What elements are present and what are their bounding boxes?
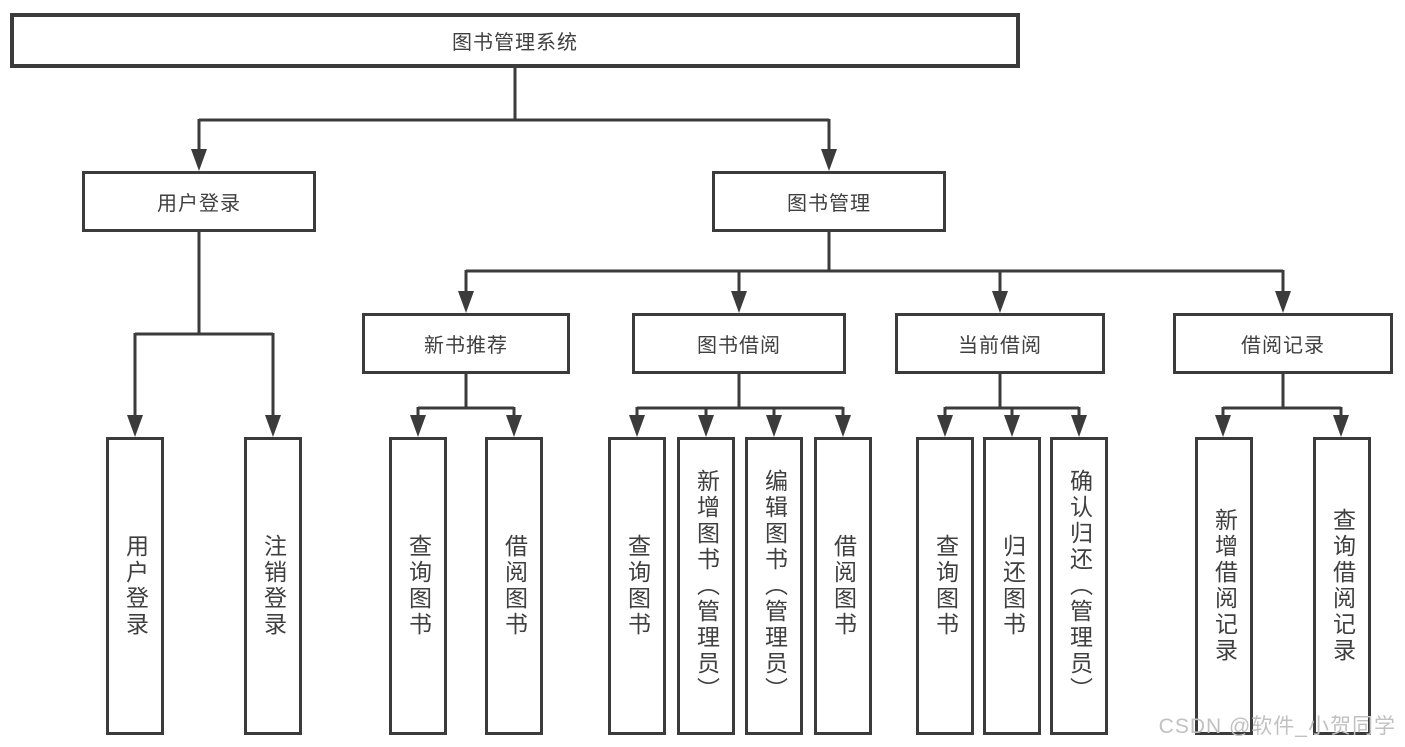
leaf-add-borrow-record: 新增借阅记录 — [1195, 437, 1253, 735]
node-label: 图书管理系统 — [452, 32, 578, 54]
node-label: 借阅图书 — [501, 534, 528, 638]
node-label: 图书管理 — [787, 193, 871, 215]
leaf-user-login: 用户登录 — [106, 437, 164, 735]
node-label: 归还图书 — [999, 534, 1026, 638]
leaf-borrow-books: 借阅图书 — [814, 437, 872, 735]
node-borrowing-records: 借阅记录 — [1173, 313, 1393, 374]
node-current-borrowing: 当前借阅 — [895, 313, 1105, 374]
node-label: 图书借阅 — [697, 335, 781, 357]
node-label: 确认归还（管理员） — [1066, 469, 1093, 703]
leaf-borrow-books-recommend: 借阅图书 — [485, 437, 543, 735]
node-label: 查询图书 — [624, 534, 651, 638]
node-label: 注销登录 — [260, 534, 287, 638]
leaf-query-books-borrow: 查询图书 — [608, 437, 666, 735]
leaf-add-book-admin: 新增图书（管理员） — [677, 437, 735, 735]
node-label: 借阅图书 — [830, 534, 857, 638]
leaf-confirm-return-admin: 确认归还（管理员） — [1050, 437, 1108, 735]
node-new-book-recommend: 新书推荐 — [362, 313, 570, 374]
node-label: 查询图书 — [932, 534, 959, 638]
node-label: 新书推荐 — [424, 335, 508, 357]
node-label: 用户登录 — [157, 193, 241, 215]
leaf-edit-book-admin: 编辑图书（管理员） — [745, 437, 803, 735]
node-label: 新增图书（管理员） — [693, 469, 720, 703]
node-book-borrowing: 图书借阅 — [632, 313, 846, 374]
node-book-management: 图书管理 — [712, 171, 946, 232]
leaf-query-borrow-record: 查询借阅记录 — [1313, 437, 1371, 735]
watermark: CSDN @软件_小贺同学 — [1158, 715, 1396, 738]
leaf-return-books: 归还图书 — [983, 437, 1041, 735]
node-label: 编辑图书（管理员） — [761, 469, 788, 703]
node-label: 查询图书 — [405, 534, 432, 638]
leaf-logout: 注销登录 — [244, 437, 302, 735]
leaf-query-books-current: 查询图书 — [916, 437, 974, 735]
node-label: 用户登录 — [122, 534, 149, 638]
node-label: 借阅记录 — [1241, 335, 1325, 357]
node-label: 查询借阅记录 — [1329, 508, 1356, 664]
node-label: 新增借阅记录 — [1211, 508, 1238, 664]
leaf-query-books-recommend: 查询图书 — [389, 437, 447, 735]
node-library-management-system: 图书管理系统 — [10, 13, 1020, 68]
node-user-login: 用户登录 — [82, 171, 316, 232]
node-label: 当前借阅 — [958, 335, 1042, 357]
